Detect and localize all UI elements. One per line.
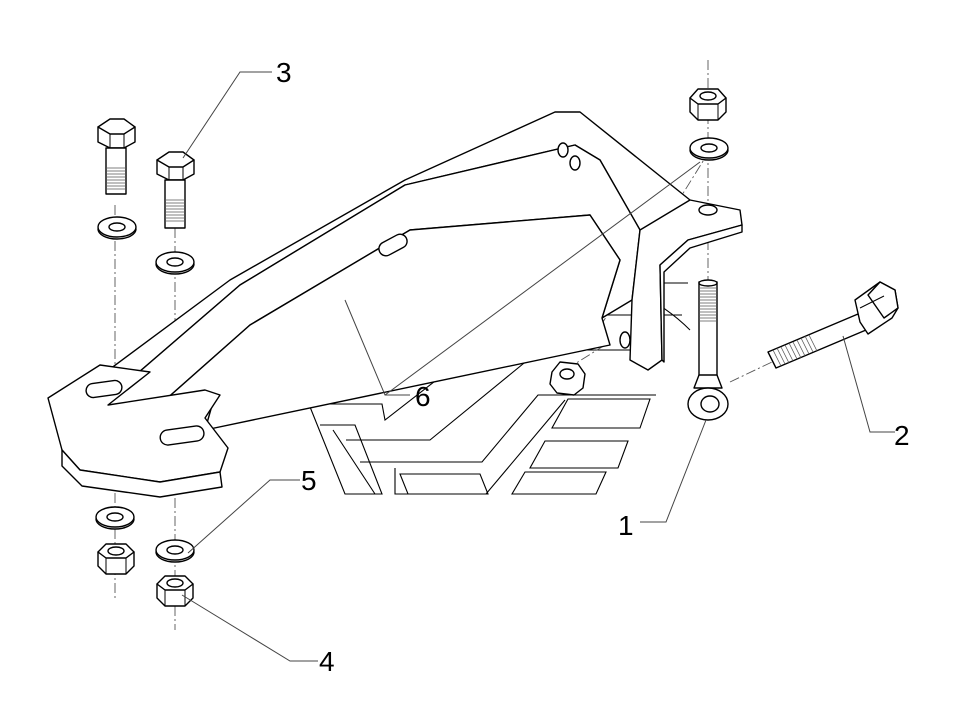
washer-upper-left (97, 216, 137, 240)
nut-lower-left (97, 543, 135, 575)
washer-lower-left (95, 506, 135, 530)
bolt-left (97, 118, 136, 195)
washer-part-5 (155, 539, 195, 563)
nut-top-right (689, 88, 727, 121)
callout-2: 2 (894, 420, 910, 451)
callout-5: 5 (301, 465, 317, 496)
callout-1: 1 (618, 510, 634, 541)
callout-3: 3 (276, 57, 292, 88)
long-bolt-part-2 (767, 281, 899, 369)
bolt-part-3 (156, 151, 195, 229)
callout-4: 4 (319, 646, 335, 677)
washer-upper-right (155, 251, 195, 275)
leader-lines (181, 71, 895, 662)
eye-bolt-part-1 (687, 279, 729, 421)
nut-middle (549, 361, 586, 396)
callout-labels: 3 2 1 5 4 6 (276, 57, 910, 677)
nut-part-4 (156, 575, 194, 607)
washer-top-right (689, 137, 729, 161)
callout-6: 6 (415, 381, 431, 412)
bracket-part-6 (47, 111, 743, 498)
